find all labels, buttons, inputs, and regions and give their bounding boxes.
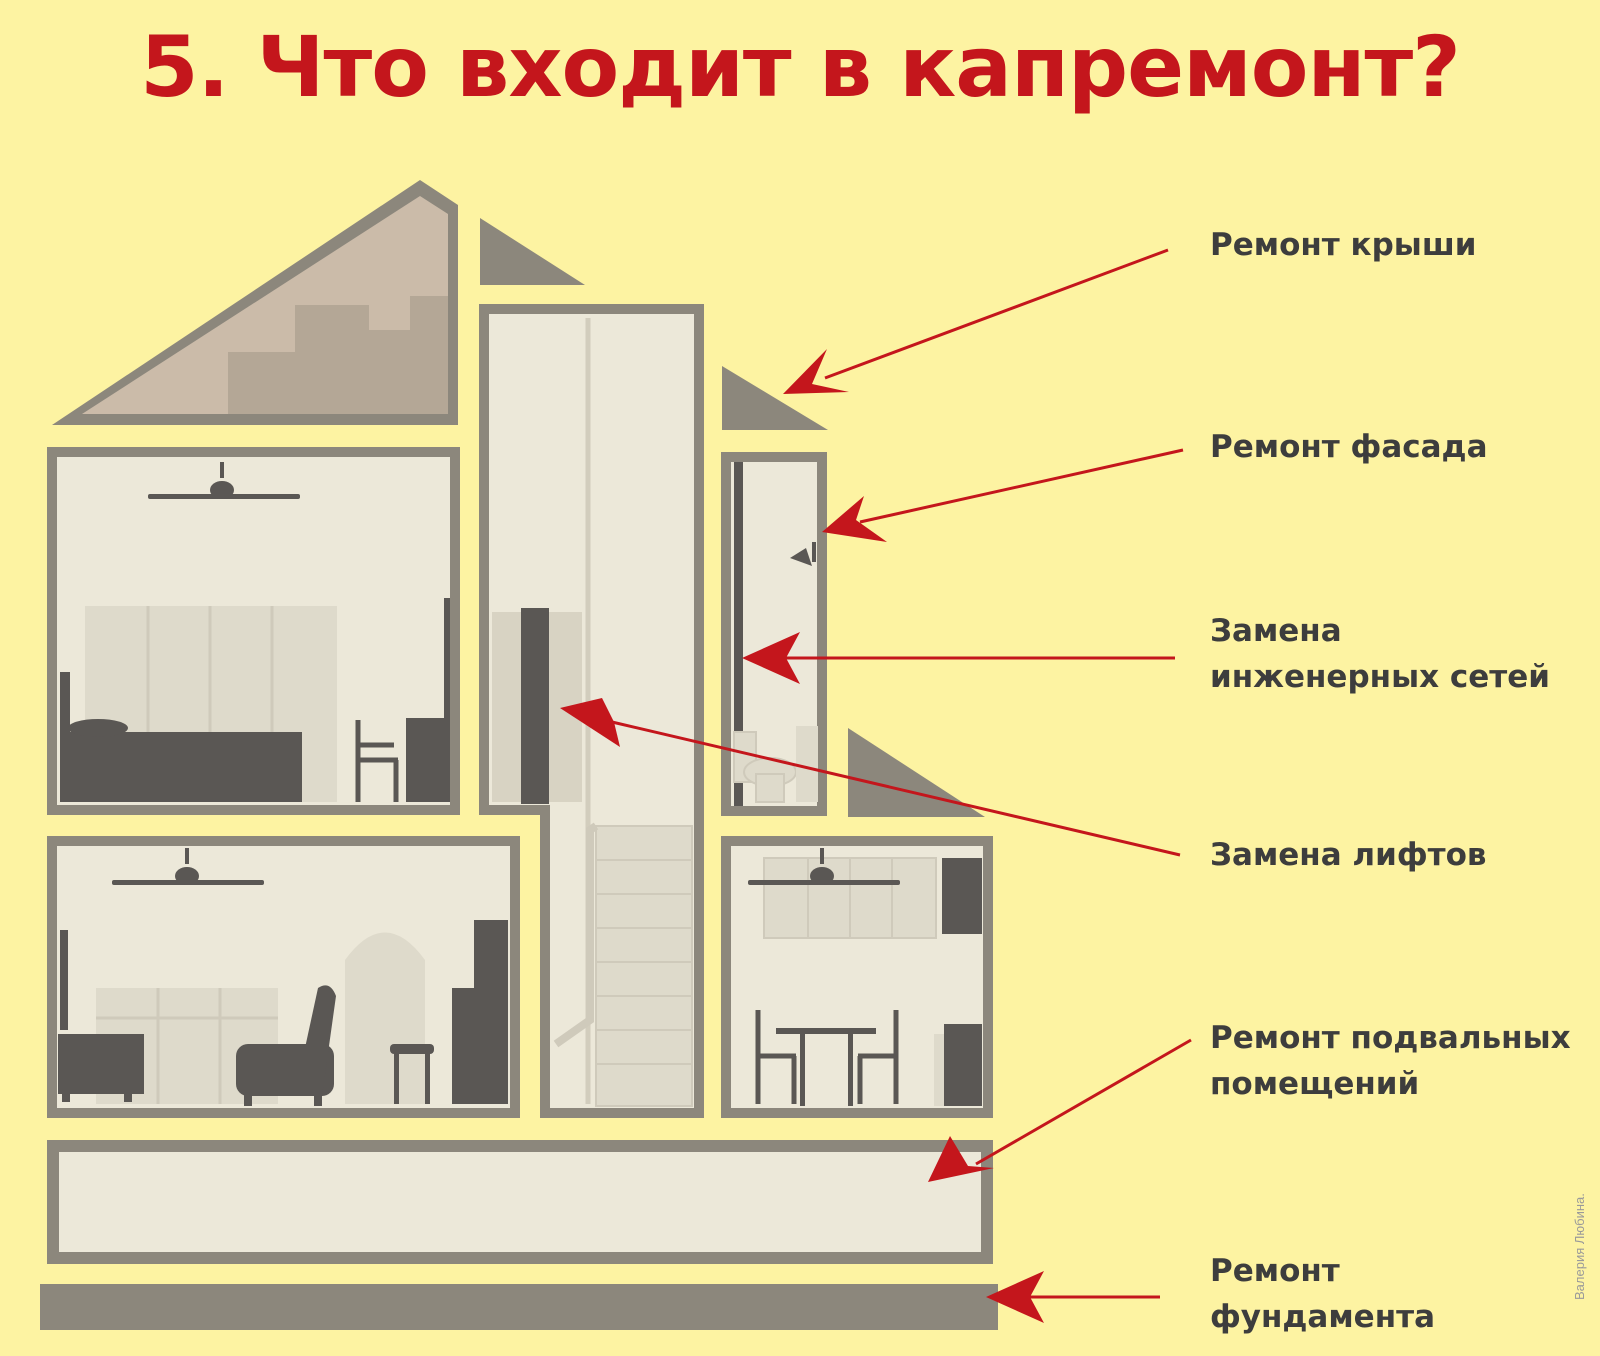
chair-icon [355,720,399,802]
stool-icon [390,1044,434,1104]
label-basement-repair-line2: помещений [1210,1066,1420,1102]
bedroom [47,447,460,815]
label-roof-repair: Ремонт крыши [1210,222,1476,268]
bookshelf-icon [452,920,508,1104]
label-roof-repair-text: Ремонт крыши [1210,227,1477,263]
toilet-icon [733,731,797,803]
foundation [40,1284,998,1330]
page-title: 5. Что входит в капремонт? [140,18,1461,116]
author-credit: Валерия Любина. [1572,1193,1587,1300]
arrow-roof-line [824,248,1169,380]
arrow-facade-head [822,496,887,542]
side-table-icon [58,1034,144,1102]
roof-triangle-right [722,366,828,430]
arrow-elevators-line [611,720,1181,857]
stair-rail [553,822,599,1048]
upper-cabinets [763,857,937,939]
attic-boxes [228,296,448,414]
living-room [47,836,520,1118]
ceiling-fan-icon [112,848,264,885]
basement [47,1140,993,1264]
ceiling-fan-icon [748,848,900,885]
roof-triangle-top [480,218,585,285]
label-engineering-networks-line1: Замена [1210,613,1342,649]
label-basement-repair: Ремонт подвальных помещений [1210,1015,1571,1107]
arrowheads [560,349,1044,1323]
stairs [595,825,693,1107]
arrow-facade-line [859,448,1184,524]
door-frame [444,598,450,802]
dining-chair-icon [755,1010,899,1104]
refrigerator [942,858,982,934]
kitchen [721,836,993,1118]
counter-dark [944,1024,982,1106]
elevator-cabin [521,608,549,804]
arrow-basement-line [975,1038,1192,1166]
label-foundation-repair-line1: Ремонт [1210,1253,1340,1289]
shower-head-icon [790,542,816,566]
archway [345,932,425,1104]
arrow-foundation-head [986,1271,1044,1323]
arrow-basement-head [928,1136,994,1182]
label-foundation-repair-line2: фундамента [1210,1299,1436,1335]
ceiling-fan-icon [148,462,300,499]
label-facade-repair: Ремонт фасада [1210,424,1488,470]
dresser [406,718,450,802]
label-engineering-networks: Замена инженерных сетей [1210,608,1550,700]
dining-table-icon [776,1028,876,1106]
label-engineering-networks-line2: инженерных сетей [1210,659,1551,695]
arrow-roof-head [783,349,849,394]
attic-room [52,180,458,425]
roof-triangle-lower-right [848,728,985,817]
label-basement-repair-line1: Ремонт подвальных [1210,1020,1571,1056]
bed-icon [60,672,302,802]
label-foundation-repair: Ремонт фундамента [1210,1248,1435,1340]
label-elevator-replacement-text: Замена лифтов [1210,837,1487,873]
bathroom [721,452,827,816]
label-elevator-replacement: Замена лифтов [1210,832,1487,878]
arrow-elevators-head [560,698,620,747]
arrows [611,248,1192,1299]
label-facade-repair-text: Ремонт фасада [1210,429,1488,465]
pipe [734,462,743,806]
wall-panel [60,930,68,1030]
armchair-icon [236,985,336,1106]
arrow-networks-head [742,632,800,684]
sink [796,726,818,802]
